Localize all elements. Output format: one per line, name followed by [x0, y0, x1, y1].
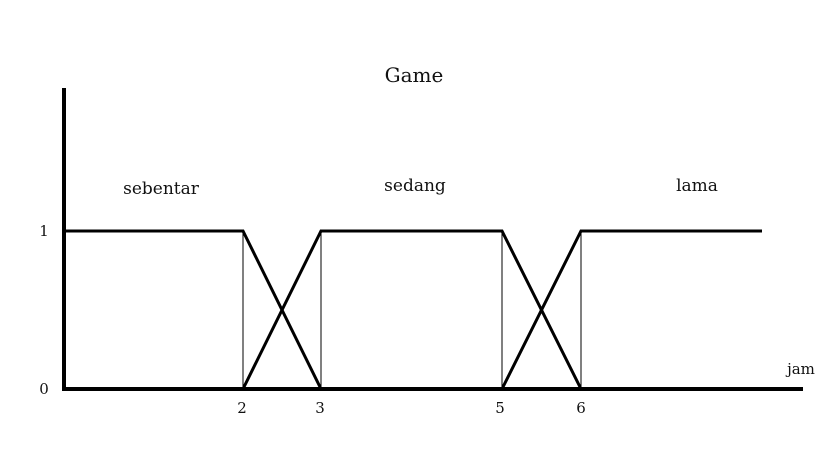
x-tick-label-6: 6: [576, 399, 586, 417]
label-sedang: sedang: [384, 176, 446, 196]
label-lama: lama: [676, 176, 718, 196]
x-tick-label-5: 5: [495, 399, 505, 417]
x-tick-label-3: 3: [315, 399, 325, 417]
chart-title: Game: [385, 63, 444, 87]
x-tick-label-2: 2: [237, 399, 247, 417]
label-sebentar: sebentar: [123, 179, 200, 199]
series-line-sedang: [241, 229, 583, 390]
series-line-lama: [500, 229, 762, 390]
series-group: [64, 229, 762, 390]
guide-lines: [242, 231, 582, 389]
y-tick-label-1: 1: [39, 222, 49, 240]
y-tick-label-0: 0: [39, 380, 49, 398]
x-axis-label: jam: [785, 360, 815, 378]
series-line-sebentar: [64, 229, 323, 390]
